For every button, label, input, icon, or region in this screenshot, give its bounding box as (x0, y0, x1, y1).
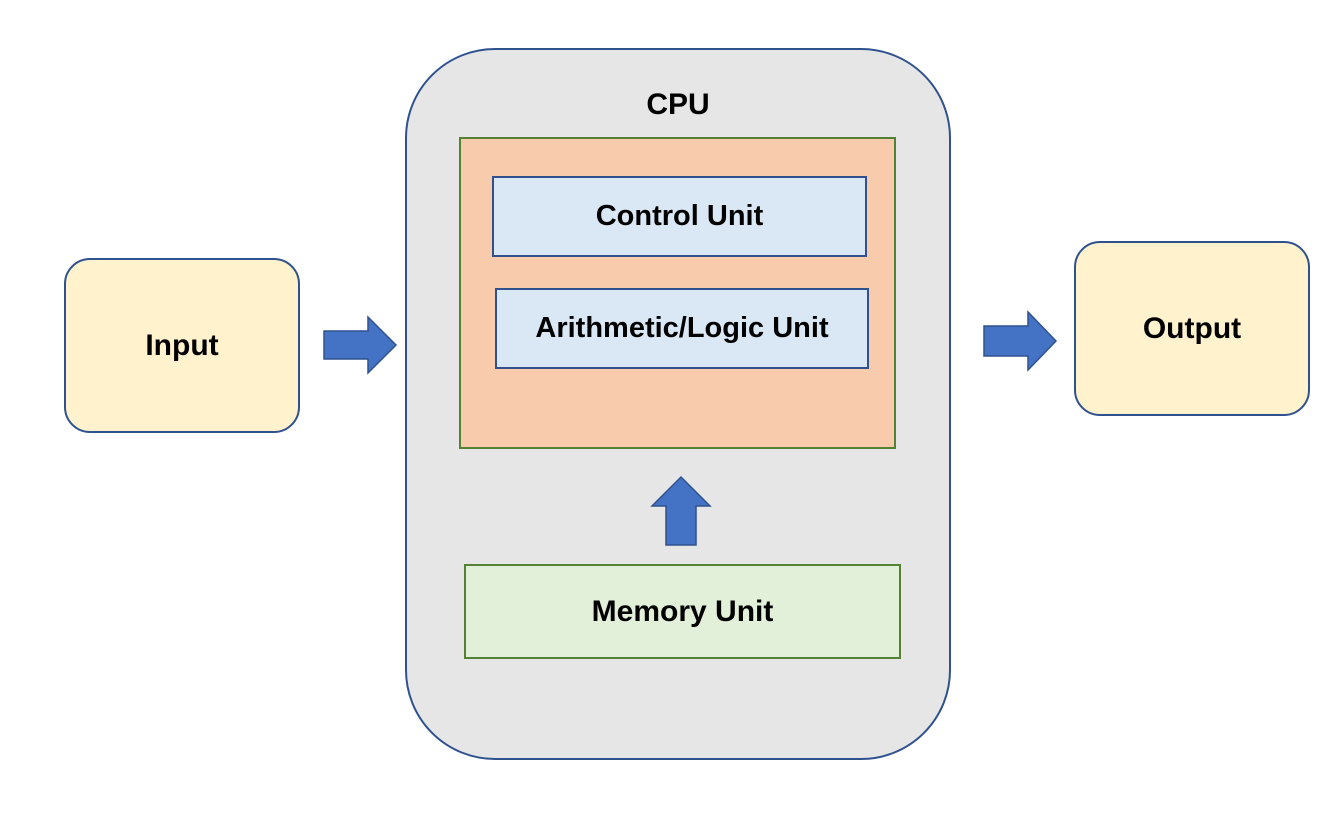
control-unit-label: Control Unit (595, 200, 764, 232)
input-right-arrow-icon (323, 315, 398, 375)
control-unit-box: Control Unit (492, 176, 867, 257)
memory-unit-label: Memory Unit (591, 594, 774, 628)
output-box: Output (1074, 241, 1310, 416)
cpu-title: CPU (646, 88, 710, 121)
input-box: Input (64, 258, 300, 433)
output-label: Output (1142, 311, 1242, 345)
input-label: Input (145, 328, 219, 362)
alu-box: Arithmetic/Logic Unit (495, 288, 869, 369)
alu-label: Arithmetic/Logic Unit (535, 312, 829, 344)
memory-unit-box: Memory Unit (464, 564, 901, 659)
output-right-arrow-icon (983, 310, 1058, 372)
memory-up-arrow-icon (650, 475, 712, 546)
